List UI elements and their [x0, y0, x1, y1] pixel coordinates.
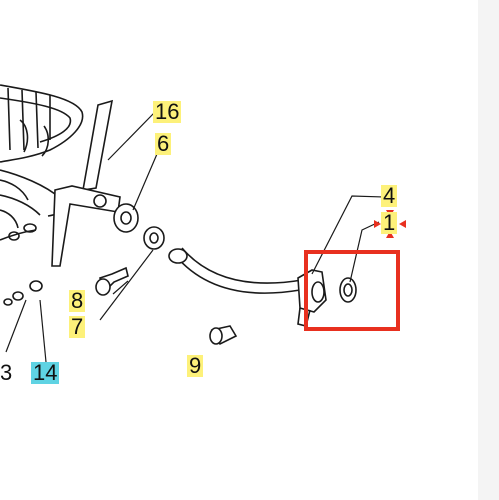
cable-assembly: [168, 247, 357, 327]
part-9-fitting: [209, 325, 238, 346]
part-label-3: 3: [0, 360, 13, 385]
part-label-14: 14: [31, 360, 60, 385]
part-label-4: 4: [381, 183, 398, 208]
part-label-1: 1: [381, 210, 398, 235]
selection-box: [304, 250, 400, 331]
part-label-6: 6: [155, 131, 172, 156]
part-label-7: 7: [69, 314, 86, 339]
part-8-bolt: [95, 266, 129, 296]
part-label-9: 9: [187, 353, 204, 378]
part-6-washer: [113, 203, 139, 233]
right-margin: [478, 0, 499, 500]
part-label-8: 8: [69, 288, 86, 313]
leader-lines: [5, 111, 385, 363]
part-7-bushing: [143, 226, 165, 250]
frame-assembly: [0, 84, 84, 306]
part-label-16: 16: [153, 99, 182, 124]
part-16-lever: [51, 99, 121, 267]
